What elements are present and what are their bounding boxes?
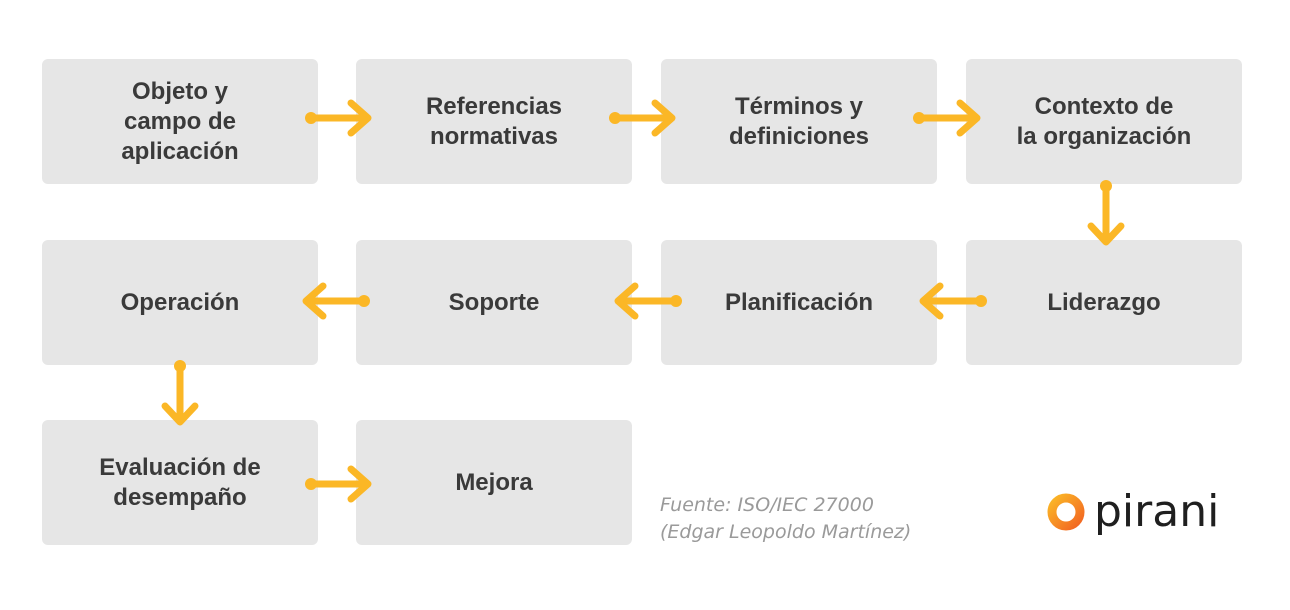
box-soporte: Soporte xyxy=(356,240,632,365)
arrow-down-1 xyxy=(1087,182,1125,246)
source-value: ISO/IEC 27000 xyxy=(731,494,874,516)
box-label: Operación xyxy=(120,288,240,316)
box-terminos-y-definiciones: Términos y definiciones xyxy=(661,59,937,184)
box-label: Liderazgo xyxy=(1047,288,1161,316)
box-evaluacion-desempeno: Evaluación de desempaño xyxy=(42,420,318,545)
box-contexto-organizacion: Contexto de la organización xyxy=(966,59,1242,184)
arrow-down-2 xyxy=(161,362,199,426)
box-label: Referencias normativas xyxy=(425,92,563,150)
box-operacion: Operación xyxy=(42,240,318,365)
box-label: Objeto y campo de aplicación xyxy=(121,77,239,165)
box-planificacion: Planificación xyxy=(661,240,937,365)
box-label: Términos y definiciones xyxy=(728,92,870,150)
source-line-2: (Edgar Leopoldo Martínez) xyxy=(660,521,912,543)
box-referencias-normativas: Referencias normativas xyxy=(356,59,632,184)
box-label: Contexto de la organización xyxy=(1016,92,1192,150)
pirani-logo: pirani xyxy=(1046,488,1219,536)
source-caption: Fuente: ISO/IEC 27000 (Edgar Leopoldo Ma… xyxy=(660,492,911,546)
box-objeto-y-campo: Objeto y campo de aplicación xyxy=(42,59,318,184)
logo-wordmark: pirani xyxy=(1094,486,1220,537)
box-label: Planificación xyxy=(724,288,874,316)
box-liderazgo: Liderazgo xyxy=(966,240,1242,365)
box-mejora: Mejora xyxy=(356,420,632,545)
box-label: Mejora xyxy=(455,468,533,496)
box-label: Evaluación de desempaño xyxy=(99,453,261,511)
pirani-ring-icon xyxy=(1047,493,1085,531)
box-label: Soporte xyxy=(448,288,540,316)
source-line-1: Fuente: ISO/IEC 27000 xyxy=(660,492,911,519)
source-prefix: Fuente: xyxy=(660,494,732,516)
